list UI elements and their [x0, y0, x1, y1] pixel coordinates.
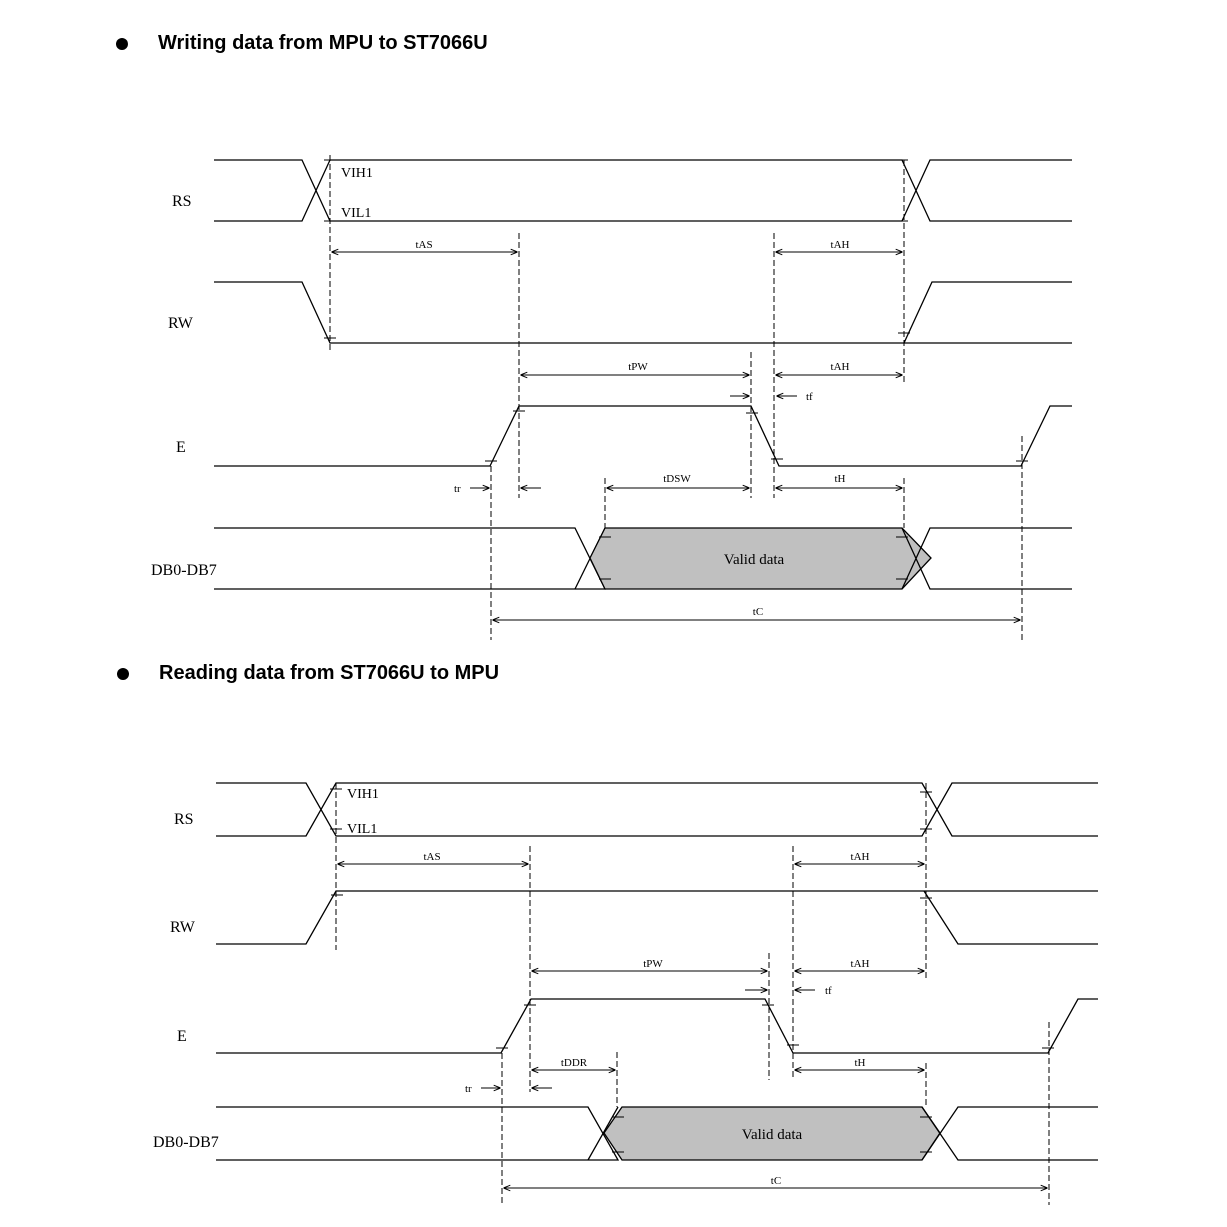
write-section-heading: Writing data from MPU to ST7066U [116, 32, 488, 55]
read-vih1-label: VIH1 [347, 787, 379, 802]
write-th-label: tH [835, 473, 846, 485]
write-tc-label: tC [753, 606, 763, 618]
bullet-icon [117, 668, 129, 680]
read-e-waveform [216, 998, 1098, 1054]
read-tc-label: tC [771, 1175, 781, 1187]
read-rs-label: RS [174, 811, 194, 828]
read-tah-e-label: tAH [851, 958, 870, 970]
write-db-waveform [214, 527, 1072, 590]
write-rs-label: RS [172, 193, 192, 210]
write-tpw-label: tPW [628, 361, 648, 373]
write-tas-label: tAS [415, 239, 432, 251]
write-tah-e-label: tAH [831, 361, 850, 373]
write-timing-diagram: RS VIH1 VIL1 RW E DB0-DB7 Valid data [151, 155, 1072, 640]
read-db-waveform [216, 1106, 1098, 1161]
write-vih1-label: VIH1 [341, 166, 373, 181]
read-th-label: tH [855, 1057, 866, 1069]
write-valid-data-label: Valid data [724, 552, 785, 568]
read-tas-label: tAS [423, 851, 440, 863]
write-tr-label: tr [454, 483, 461, 495]
write-vil1-label: VIL1 [341, 206, 371, 221]
write-reference-lines [329, 155, 1023, 640]
bullet-icon [116, 38, 128, 50]
read-tr-label: tr [465, 1083, 472, 1095]
write-rw-waveform [214, 281, 1072, 344]
write-tf-label: tf [806, 391, 813, 403]
write-dimension-arrows [332, 252, 1020, 620]
write-tah-rs-label: tAH [831, 239, 850, 251]
write-tdsw-label: tDSW [663, 473, 691, 485]
read-valid-data-label: Valid data [742, 1127, 803, 1143]
read-reference-lines [335, 783, 1050, 1205]
read-vil1-label: VIL1 [347, 822, 377, 837]
read-tddr-label: tDDR [561, 1057, 588, 1069]
read-e-label: E [177, 1028, 187, 1045]
read-rw-waveform [216, 890, 1098, 945]
read-section-heading: Reading data from ST7066U to MPU [117, 662, 500, 685]
read-timing-diagram: RS VIH1 VIL1 RW E DB0-DB7 Valid data [153, 782, 1098, 1205]
read-db-label: DB0-DB7 [153, 1134, 219, 1151]
write-e-waveform [214, 405, 1072, 467]
write-section-title: Writing data from MPU to ST7066U [158, 32, 488, 54]
read-tpw-label: tPW [643, 958, 663, 970]
write-rw-label: RW [168, 315, 194, 332]
write-db-label: DB0-DB7 [151, 562, 217, 579]
read-section-title: Reading data from ST7066U to MPU [159, 662, 500, 684]
read-rw-label: RW [170, 919, 196, 936]
read-dimension-arrows [338, 864, 1047, 1188]
read-tah-rs-label: tAH [851, 851, 870, 863]
read-tf-label: tf [825, 985, 832, 997]
write-e-label: E [176, 439, 186, 456]
